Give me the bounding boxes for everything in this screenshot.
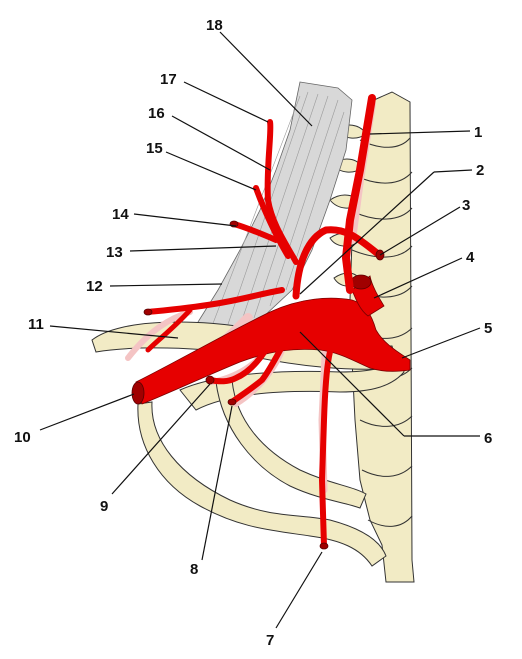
label-18: 18 — [206, 17, 223, 34]
label-1: 1 — [474, 124, 482, 141]
label-2: 2 — [476, 162, 484, 179]
subclavian-artery — [135, 297, 411, 405]
scalene-muscle — [197, 81, 353, 343]
leader-11 — [49, 325, 179, 339]
label-12: 12 — [86, 278, 103, 295]
leader-1 — [369, 130, 471, 135]
label-11: 11 — [28, 316, 44, 333]
label-3: 3 — [462, 197, 470, 214]
label-7: 7 — [266, 632, 274, 649]
label-5: 5 — [484, 320, 492, 337]
leader-17 — [183, 81, 269, 123]
leader-12 — [109, 283, 223, 287]
leader-8 — [201, 405, 233, 561]
arterial-tree — [131, 94, 411, 550]
leader-9 — [111, 383, 211, 495]
leader-15 — [165, 151, 257, 191]
leader-2b — [299, 171, 435, 295]
leader-14 — [133, 213, 237, 227]
label-6: 6 — [484, 430, 492, 447]
label-16: 16 — [148, 105, 165, 122]
leader-5 — [401, 327, 481, 359]
callout-labels: 1 2 3 4 5 6 7 8 9 10 11 12 13 14 15 16 1… — [14, 17, 492, 649]
leader-18 — [219, 31, 313, 127]
leader-16 — [171, 115, 271, 171]
leader-4 — [373, 257, 463, 299]
label-4: 4 — [466, 249, 475, 266]
label-14: 14 — [112, 206, 129, 223]
label-10: 10 — [14, 429, 31, 446]
leader-7 — [275, 551, 323, 629]
label-13: 13 — [106, 244, 123, 261]
leader-13 — [129, 245, 277, 252]
label-15: 15 — [146, 140, 163, 157]
leader-lines — [39, 31, 481, 629]
label-8: 8 — [190, 561, 198, 578]
label-17: 17 — [160, 71, 177, 88]
label-9: 9 — [100, 498, 108, 515]
leader-10 — [39, 393, 135, 431]
leader-2 — [433, 169, 473, 173]
leader-3 — [379, 206, 461, 256]
leader-6b — [299, 331, 405, 437]
